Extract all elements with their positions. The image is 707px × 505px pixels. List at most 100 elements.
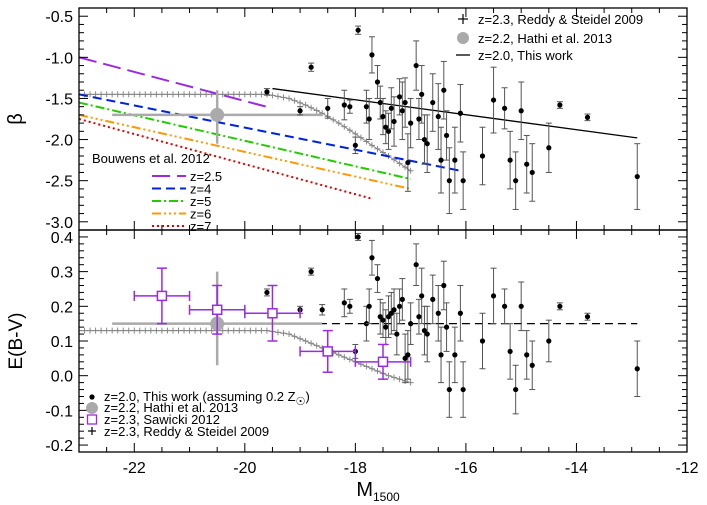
data-point (319, 307, 325, 313)
data-point (366, 303, 372, 309)
data-point (416, 116, 422, 122)
data-point (443, 324, 450, 330)
data-point (460, 386, 466, 393)
legend-item-this-work: z=2.0, This work (assuming 0.2 Z☉) (89, 389, 310, 408)
data-point (490, 293, 497, 299)
data-point (438, 157, 444, 163)
data-point (507, 157, 513, 163)
data-point (457, 110, 463, 116)
data-point (388, 310, 394, 316)
data-point (452, 352, 458, 358)
ebv-axis-ticks: -22-20-18-16-14-120.40.30.20.10.0-0.1-0.… (45, 230, 698, 477)
data-point (457, 310, 463, 316)
ebv-legend: z=2.0, This work (assuming 0.2 Z☉) z=2.2… (86, 389, 310, 439)
data-point (363, 104, 370, 110)
bouwens-legend-label: z=6 (190, 207, 211, 222)
legend-label: z=2.0, This work (assuming 0.2 Z☉) (104, 389, 310, 408)
y-tick-label: -2.5 (45, 174, 73, 191)
data-point (424, 331, 430, 337)
data-point (383, 124, 389, 130)
legend-label: z=2.3, Reddy & Steidel 2009 (478, 12, 643, 27)
x-axis-label-subscript: 1500 (373, 490, 400, 504)
y-tick-label: 0.2 (51, 299, 73, 316)
bouwens-legend-label: z=7 (190, 219, 211, 234)
bouwens-line (79, 113, 411, 190)
data-point (264, 289, 270, 296)
data-point (419, 91, 425, 97)
data-point (557, 102, 563, 108)
ebv-plot-area (79, 232, 641, 418)
bouwens-legend: Bouwens et al. 2012 z=2.5z=4z=5z=6z=7 (92, 151, 222, 234)
data-point (394, 331, 400, 337)
data-point (513, 178, 519, 184)
x-tick-label: -14 (565, 460, 588, 477)
data-point (402, 99, 408, 106)
data-point (513, 386, 519, 393)
y-tick-label: -1.5 (45, 91, 73, 108)
reddy-steidel-line (79, 330, 411, 384)
data-point (424, 141, 430, 147)
data-point (524, 161, 530, 167)
data-point (634, 173, 640, 180)
data-point (355, 27, 361, 33)
data-point (377, 99, 383, 106)
sawicki-point (322, 346, 333, 357)
data-point (421, 327, 428, 334)
dot-marker (89, 394, 95, 400)
data-point (502, 105, 508, 111)
data-point (377, 314, 383, 320)
data-point (380, 317, 386, 323)
y-tick-label: 0.4 (51, 230, 73, 247)
data-point (402, 355, 408, 361)
y-tick-label: -3.0 (45, 215, 73, 232)
data-point (396, 303, 403, 309)
data-point (408, 321, 414, 327)
data-point (584, 314, 591, 320)
data-point (391, 307, 397, 313)
data-point (391, 118, 397, 125)
data-point (416, 314, 422, 320)
sawicki-point (267, 308, 278, 319)
legend-label: z=2.0, This work (478, 48, 573, 63)
data-point (385, 314, 392, 320)
legend-item-hathi: z=2.2, Hathi et al. 2013 (86, 400, 238, 415)
x-tick-label: -22 (123, 460, 146, 477)
y-tick-label: -0.5 (45, 9, 73, 26)
bouwens-line (79, 93, 461, 172)
data-point (419, 293, 425, 299)
data-point (524, 352, 530, 358)
data-point (529, 362, 535, 368)
data-point (388, 105, 394, 111)
x-axis-label: M1500 (356, 479, 400, 504)
sawicki-point (156, 290, 168, 302)
data-point (413, 62, 419, 69)
data-point (374, 79, 381, 85)
beta-plot-area (79, 25, 641, 215)
ebv-axis-label: E(B-V) (6, 313, 27, 370)
x-tick-label: -12 (675, 460, 698, 477)
y-tick-label: 0.1 (51, 334, 73, 351)
data-point (479, 153, 486, 159)
data-point (452, 157, 458, 163)
x-axis-label-main: M (356, 479, 373, 501)
legend-label: z=2.2, Hathi et al. 2013 (478, 31, 612, 46)
data-point (297, 108, 303, 114)
data-point (341, 300, 347, 306)
data-point (421, 136, 428, 143)
y-tick-label: -0.1 (45, 403, 73, 420)
this-work-fit-line (272, 87, 638, 139)
legend-item-reddy-steidel: z=2.3, Reddy & Steidel 2009 (88, 424, 269, 439)
legend-item-sawicki: z=2.3, Sawicki 2012 (86, 412, 220, 427)
data-point (405, 159, 411, 166)
bouwens-line (79, 118, 373, 200)
data-point (529, 169, 535, 176)
beta-axis-ticks: -0.5-1.0-1.5-2.0-2.5-3.0 (45, 8, 687, 232)
legend-label: z=2.3, Sawicki 2012 (104, 412, 220, 427)
data-point (347, 303, 353, 309)
data-point (479, 338, 486, 344)
data-point (369, 52, 375, 58)
data-point (435, 310, 441, 316)
data-point (441, 282, 447, 289)
data-point (443, 132, 450, 139)
data-point (490, 97, 497, 103)
